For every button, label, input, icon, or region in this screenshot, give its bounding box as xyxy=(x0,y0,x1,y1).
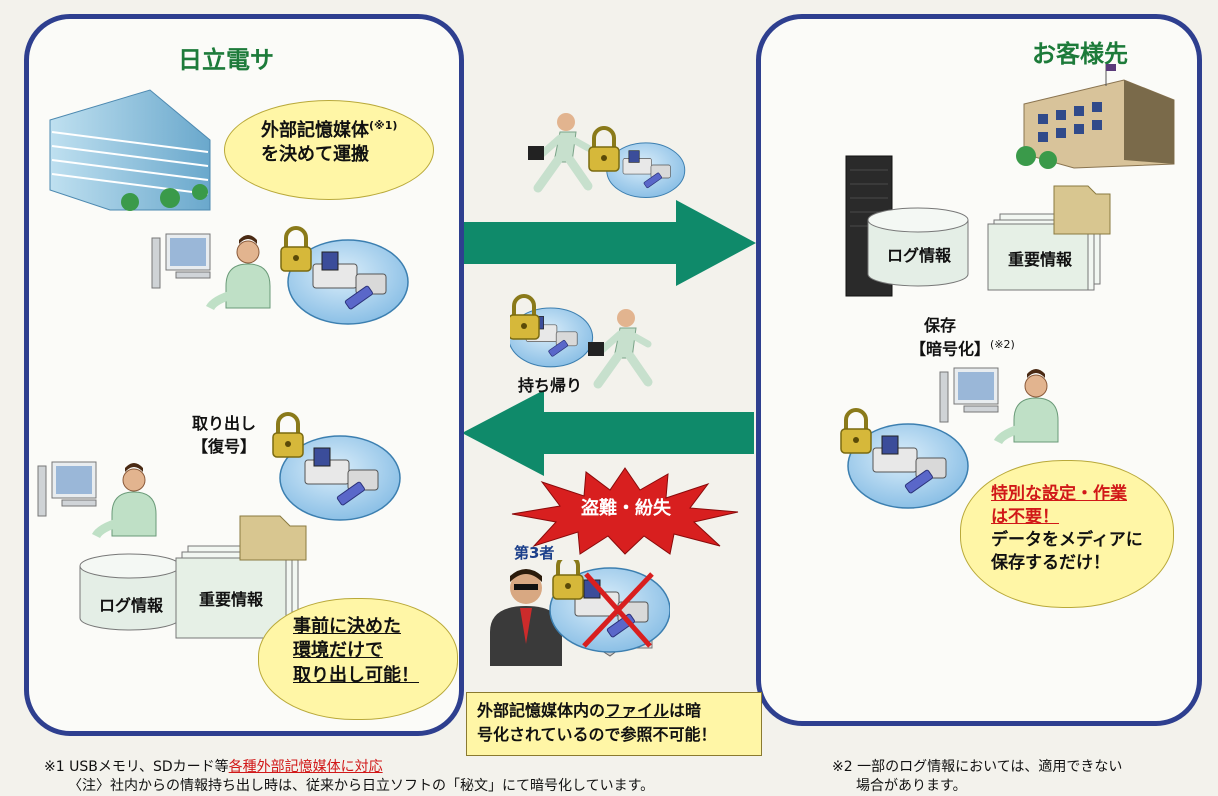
left-user-workstation xyxy=(151,226,409,325)
info-text: は暗 xyxy=(669,701,702,720)
left-important-label: 重要情報 xyxy=(198,590,263,609)
footnote-2: ※2 一部のログ情報においては、適用できない 場合があります。 xyxy=(832,758,1122,796)
lock-icon xyxy=(271,412,305,459)
bubble-footnote-ref: (※1) xyxy=(369,119,398,132)
store-line1: 保存 xyxy=(924,316,957,335)
left-panel-title: 日立電サ xyxy=(178,46,274,74)
right-log-label: ログ情報 xyxy=(886,246,951,265)
bubble-line: 外部記憶媒体 xyxy=(261,120,369,141)
right-important-docs xyxy=(987,185,1111,291)
bubble-line: 取り出し可能！ xyxy=(293,664,419,686)
extract-line2: 【復号】 xyxy=(192,437,257,457)
person-icon xyxy=(998,369,1058,442)
left-media-locked xyxy=(271,412,401,521)
blocked-media xyxy=(549,560,670,653)
bubble-line: は不要！ xyxy=(991,506,1059,527)
bubble-line: を決めて運搬 xyxy=(261,144,369,166)
store-footnote-ref: (※2) xyxy=(990,338,1015,352)
courier-going xyxy=(506,100,686,198)
bubble-line: 環境だけで xyxy=(293,640,383,662)
theft-label: 盗難・紛失 xyxy=(581,498,671,519)
extract-label: 取り出し 【復号】 xyxy=(192,412,256,458)
left-important-docs xyxy=(175,515,307,639)
left-bubble-bottom: 事前に決めた 環境だけで 取り出し可能！ xyxy=(258,598,458,720)
computer-icon xyxy=(151,233,211,289)
lock-icon xyxy=(587,126,621,173)
left-bubble-top: 外部記憶媒体(※1) を決めて運搬 xyxy=(224,100,434,200)
customer-building-icon xyxy=(1016,64,1175,169)
right-media-locked xyxy=(839,408,969,509)
bubble-line: 特別な設定・作業 xyxy=(991,484,1127,504)
runner-icon xyxy=(528,113,588,188)
bubble-line: 事前に決めた xyxy=(293,616,401,637)
return-label: 持ち帰り xyxy=(518,376,583,395)
bubble-line: データをメディアに xyxy=(991,529,1143,550)
theft-burst xyxy=(511,467,739,555)
footnote-text: ※2 一部のログ情報においては、適用できない xyxy=(832,759,1123,775)
left-log-label: ログ情報 xyxy=(98,596,163,615)
office-building-icon xyxy=(49,89,211,211)
info-box: 外部記憶媒体内のファイルは暗 号化されているので参照不可能！ xyxy=(466,692,762,756)
third-party-label: 第3者 xyxy=(514,544,555,562)
lock-icon xyxy=(510,294,541,341)
person-icon xyxy=(96,463,156,536)
lock-icon xyxy=(839,408,873,455)
info-text: 号化されているので参照不可能！ xyxy=(477,725,717,744)
lock-icon xyxy=(279,226,313,273)
right-panel-title: お客様先 xyxy=(1032,40,1128,68)
computer-icon xyxy=(37,461,97,517)
extract-line1: 取り出し xyxy=(192,414,257,433)
info-text-underlined: ファイル xyxy=(605,701,670,720)
right-arrow xyxy=(458,200,756,286)
right-log-cylinder xyxy=(867,207,969,287)
bubble-line: 保存するだけ！ xyxy=(991,552,1110,573)
footnote-text: ※1 USBメモリ、SDカード等 xyxy=(44,759,229,775)
footnote-text: 〈注〉社内からの情報持ち出し時は、従来から日立ソフトの「秘文」にて暗号化していま… xyxy=(68,777,655,794)
footnote-highlight: 各種外部記憶媒体に対応 xyxy=(228,759,383,775)
left-user-workstation-2 xyxy=(37,450,184,550)
person-icon xyxy=(210,235,270,308)
right-important-label: 重要情報 xyxy=(1007,250,1072,269)
runner-icon xyxy=(588,309,648,384)
store-line2: 【暗号化】 xyxy=(910,339,991,359)
info-text: 外部記憶媒体内の xyxy=(477,701,606,720)
footnote-text: 場合があります。 xyxy=(856,777,967,794)
lock-icon xyxy=(551,560,585,601)
store-label: 保存 【暗号化】(※2) xyxy=(910,314,1015,361)
footnote-1: ※1 USBメモリ、SDカード等各種外部記憶媒体に対応 〈注〉社内からの情報持ち… xyxy=(44,758,654,796)
right-bubble: 特別な設定・作業 は不要！ データをメディアに 保存するだけ！ xyxy=(960,460,1174,608)
left-arrow xyxy=(462,390,754,476)
